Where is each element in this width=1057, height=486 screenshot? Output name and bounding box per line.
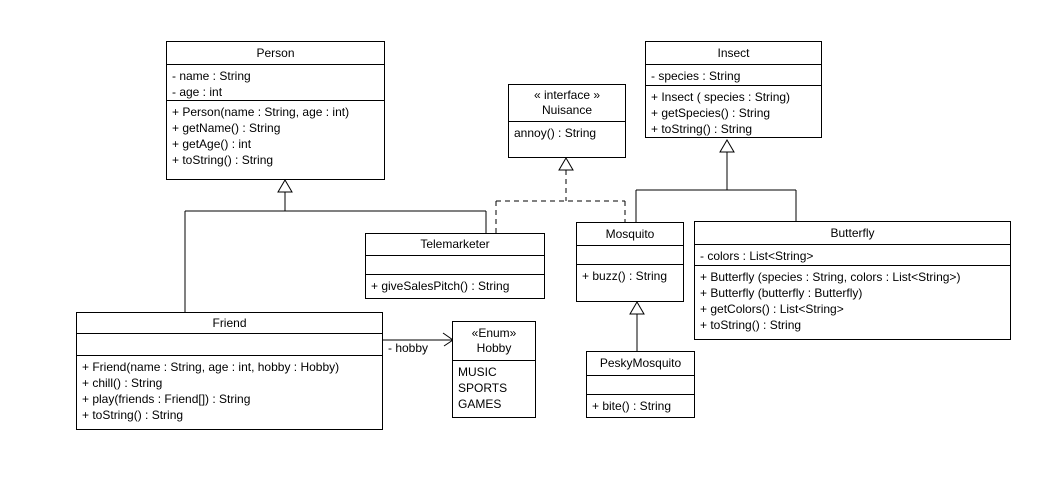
method: + buzz() : String	[582, 269, 668, 283]
attributes-section	[366, 255, 544, 274]
class-pesky-mosquito[interactable]: PeskyMosquito + bite() : String	[586, 351, 695, 418]
attribute: - species : String	[651, 69, 741, 83]
method: + getColors() : List<String>	[700, 302, 844, 316]
methods-section: annoy() : String	[509, 121, 625, 157]
stereotype: «Enum»	[471, 326, 517, 340]
generalization-to-person	[184, 179, 487, 312]
method: + getName() : String	[172, 121, 281, 135]
attributes-section: - species : String	[646, 64, 821, 85]
class-title: « interface » Nuisance	[533, 88, 601, 117]
method: + getSpecies() : String	[651, 106, 771, 120]
hollow-triangle-icon	[629, 301, 645, 315]
class-telemarketer[interactable]: Telemarketer + giveSalesPitch() : String	[365, 233, 545, 299]
attributes-section	[587, 375, 694, 394]
method: + Butterfly (butterfly : Butterfly)	[700, 286, 863, 300]
method: + bite() : String	[592, 399, 672, 413]
method: + play(friends : Friend[]) : String	[82, 392, 251, 406]
method: + toString() : String	[651, 122, 753, 136]
class-title: Telemarketer	[420, 237, 490, 251]
class-title: Friend	[212, 315, 247, 330]
method: + Butterfly (species : String, colors : …	[700, 270, 961, 284]
enum-values-section: MUSIC SPORTS GAMES	[453, 360, 535, 417]
methods-section: + Person(name : String, age : int) + get…	[167, 100, 384, 179]
methods-section: + buzz() : String	[577, 264, 683, 301]
method: + toString() : String	[172, 153, 274, 167]
hollow-triangle-icon	[558, 157, 574, 171]
attributes-section	[577, 245, 683, 264]
method: + getAge() : int	[172, 137, 252, 151]
generalization-to-mosquito	[629, 301, 645, 351]
interface-nuisance[interactable]: « interface » Nuisance annoy() : String	[508, 84, 626, 158]
class-title: Person	[256, 45, 295, 60]
generalization-to-insect	[635, 139, 797, 222]
stereotype: « interface »	[533, 88, 601, 102]
class-title: PeskyMosquito	[599, 356, 682, 370]
methods-section: + Insect ( species : String) + getSpecie…	[646, 85, 821, 137]
class-title: «Enum» Hobby	[471, 326, 517, 355]
association-label-hobby: - hobby	[388, 341, 429, 355]
class-butterfly[interactable]: Butterfly - colors : List<String> + Butt…	[694, 221, 1011, 340]
attributes-section: - colors : List<String>	[695, 244, 1010, 265]
class-title: Mosquito	[605, 226, 655, 241]
enum-value: MUSIC	[458, 365, 497, 379]
class-person[interactable]: Person - name : String - age : int + Per…	[166, 41, 385, 180]
method: + Person(name : String, age : int)	[172, 105, 350, 119]
class-friend[interactable]: Friend + Friend(name : String, age : int…	[76, 312, 383, 430]
realization-to-nuisance	[495, 157, 626, 233]
methods-section: + Friend(name : String, age : int, hobby…	[77, 355, 382, 429]
method: + Insect ( species : String)	[651, 90, 791, 104]
class-title: Butterfly	[830, 225, 875, 240]
method: + Friend(name : String, age : int, hobby…	[82, 360, 340, 374]
class-insect[interactable]: Insect - species : String + Insect ( spe…	[645, 41, 822, 138]
enum-value: SPORTS	[458, 381, 508, 395]
hollow-triangle-icon	[719, 139, 735, 153]
methods-section: + bite() : String	[587, 394, 694, 417]
method: annoy() : String	[514, 126, 597, 140]
attribute: - age : int	[172, 85, 223, 99]
method: + giveSalesPitch() : String	[371, 279, 510, 293]
enum-hobby[interactable]: «Enum» Hobby MUSIC SPORTS GAMES	[452, 321, 536, 418]
attribute: - name : String	[172, 69, 251, 83]
methods-section: + giveSalesPitch() : String	[366, 274, 544, 298]
method: + chill() : String	[82, 376, 163, 390]
method: + toString() : String	[700, 318, 802, 332]
attributes-section: - name : String - age : int	[167, 64, 384, 100]
methods-section: + Butterfly (species : String, colors : …	[695, 265, 1010, 339]
enum-value: GAMES	[458, 397, 502, 411]
method: + toString() : String	[82, 408, 184, 422]
attribute: - colors : List<String>	[700, 249, 814, 263]
attributes-section	[77, 333, 382, 355]
class-title: Insect	[717, 45, 750, 60]
hollow-triangle-icon	[277, 179, 293, 193]
class-mosquito[interactable]: Mosquito + buzz() : String	[576, 222, 684, 302]
